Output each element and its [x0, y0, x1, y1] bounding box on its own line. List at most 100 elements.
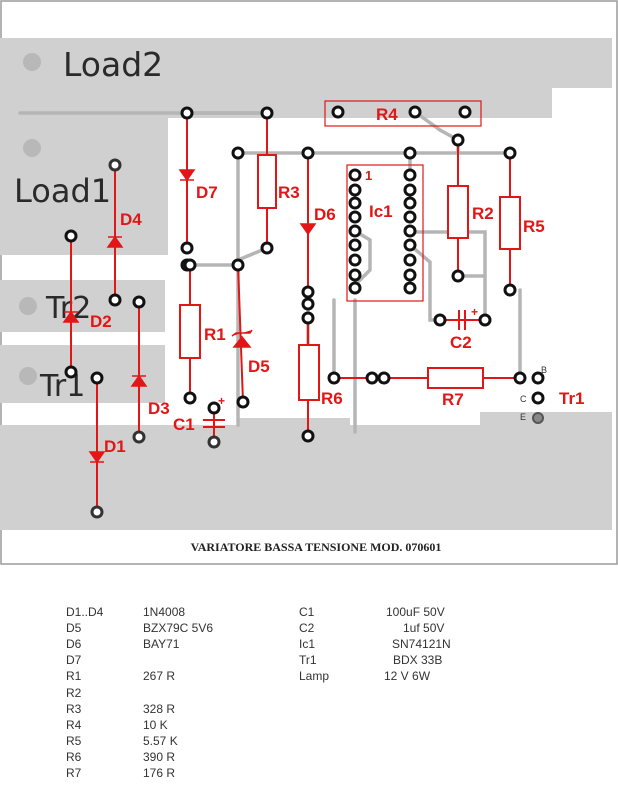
solder-pad	[180, 106, 194, 120]
solder-pad	[458, 105, 472, 119]
r2-label: R2	[472, 204, 494, 223]
parts-list-ref: R4	[66, 717, 82, 732]
solder-pad	[348, 224, 362, 238]
solder-pad	[301, 285, 315, 299]
d6-label: D6	[314, 205, 336, 224]
solder-pad	[451, 269, 465, 283]
c2-label: C2	[450, 333, 472, 352]
solder-pad	[231, 258, 245, 272]
solder-pad	[408, 105, 422, 119]
parts-list-ref: Lamp	[299, 669, 330, 684]
solder-pad	[348, 183, 362, 197]
solder-pad	[348, 281, 362, 295]
solder-pad	[348, 238, 362, 252]
r5-label: R5	[523, 217, 545, 236]
c1-plus-label: +	[218, 394, 225, 408]
solder-pad	[348, 253, 362, 267]
tr1-pin-e-label: E	[520, 412, 526, 422]
parts-list-value: 12 V 6W	[384, 669, 431, 684]
solder-pads	[64, 105, 527, 519]
solder-pad	[348, 168, 362, 182]
r1-label: R1	[204, 325, 226, 344]
parts-list-ref: R6	[66, 749, 82, 764]
solder-pad	[403, 146, 417, 160]
solder-pad	[132, 430, 146, 444]
parts-list-ref: D1..D4	[66, 605, 104, 619]
parts-list-value: 10 K	[143, 717, 168, 732]
parts-list-ref: D5	[66, 621, 82, 636]
zone-load2	[0, 38, 612, 118]
r4-outline	[324, 100, 482, 127]
solder-pad	[403, 183, 417, 197]
d3-label: D3	[148, 399, 170, 418]
solder-pad	[403, 253, 417, 267]
parts-list-ref: D6	[66, 637, 82, 652]
r3-body	[257, 154, 277, 209]
d2-label: D2	[90, 312, 112, 331]
load1-mounting-hole	[23, 139, 41, 157]
load2-mounting-hole	[23, 53, 41, 71]
parts-list-value: 390 R	[143, 749, 176, 764]
parts-list-value: 5.57 K	[143, 733, 178, 748]
solder-pad	[301, 146, 315, 160]
solder-pad	[301, 311, 315, 325]
solder-pad	[260, 106, 274, 120]
r1-body	[179, 304, 201, 359]
tr1-pad-e	[532, 412, 544, 424]
r5-body	[499, 196, 521, 250]
solder-pad	[503, 283, 517, 297]
solder-pad	[513, 371, 527, 385]
parts-list-value: BAY71	[143, 637, 180, 652]
zone-load1	[0, 118, 168, 255]
solder-pad	[503, 146, 517, 160]
solder-pad	[403, 210, 417, 224]
tr2-mounting-hole	[19, 297, 37, 315]
solder-pad	[180, 241, 194, 255]
parts-list-value: 176 R	[143, 766, 176, 780]
parts-list-value: BDX 33B	[393, 653, 443, 668]
solder-pad	[64, 229, 78, 243]
load1-label: Load1	[14, 172, 111, 210]
solder-pad	[365, 371, 379, 385]
solder-pad	[403, 238, 417, 252]
d4-label: D4	[120, 210, 142, 229]
solder-pad	[478, 313, 492, 327]
d7-label: D7	[196, 183, 218, 202]
tr1-pin-b-label: B	[541, 365, 547, 375]
solder-pad	[207, 435, 221, 449]
solder-pad	[64, 365, 78, 379]
solder-pad	[403, 168, 417, 182]
parts-list-ref: R1	[66, 669, 82, 684]
solder-pad	[348, 196, 362, 210]
solder-pad	[236, 395, 250, 409]
d1-label: D1	[104, 437, 126, 456]
solder-pad	[451, 133, 465, 147]
solder-pad	[207, 401, 221, 415]
load2-label: Load2	[63, 45, 163, 84]
tr1-mounting-hole	[19, 367, 37, 385]
solder-pad	[301, 297, 315, 311]
solder-pad	[183, 258, 197, 272]
ic1-pin1-label: 1	[365, 168, 372, 183]
solder-pad	[377, 371, 391, 385]
d3-symbol	[130, 374, 148, 387]
parts-list-ref: R3	[66, 701, 82, 716]
solder-pad	[183, 391, 197, 405]
parts-list-ref: Ic1	[299, 637, 316, 652]
ic1-label: Ic1	[369, 202, 393, 221]
solder-pad	[433, 313, 447, 327]
c1-label: C1	[173, 415, 195, 434]
d4-symbol	[106, 235, 124, 248]
solder-pad	[108, 158, 122, 172]
r6-body	[298, 344, 320, 401]
parts-list-value: 100uF 50V	[386, 605, 445, 619]
ic1-outline	[346, 164, 424, 302]
d1-symbol	[88, 451, 106, 464]
d5-label: D5	[248, 357, 270, 376]
d7-symbol	[178, 169, 196, 182]
tr1-pad-b	[531, 371, 545, 385]
c2-plus-label: +	[471, 305, 478, 319]
solder-pad	[403, 224, 417, 238]
